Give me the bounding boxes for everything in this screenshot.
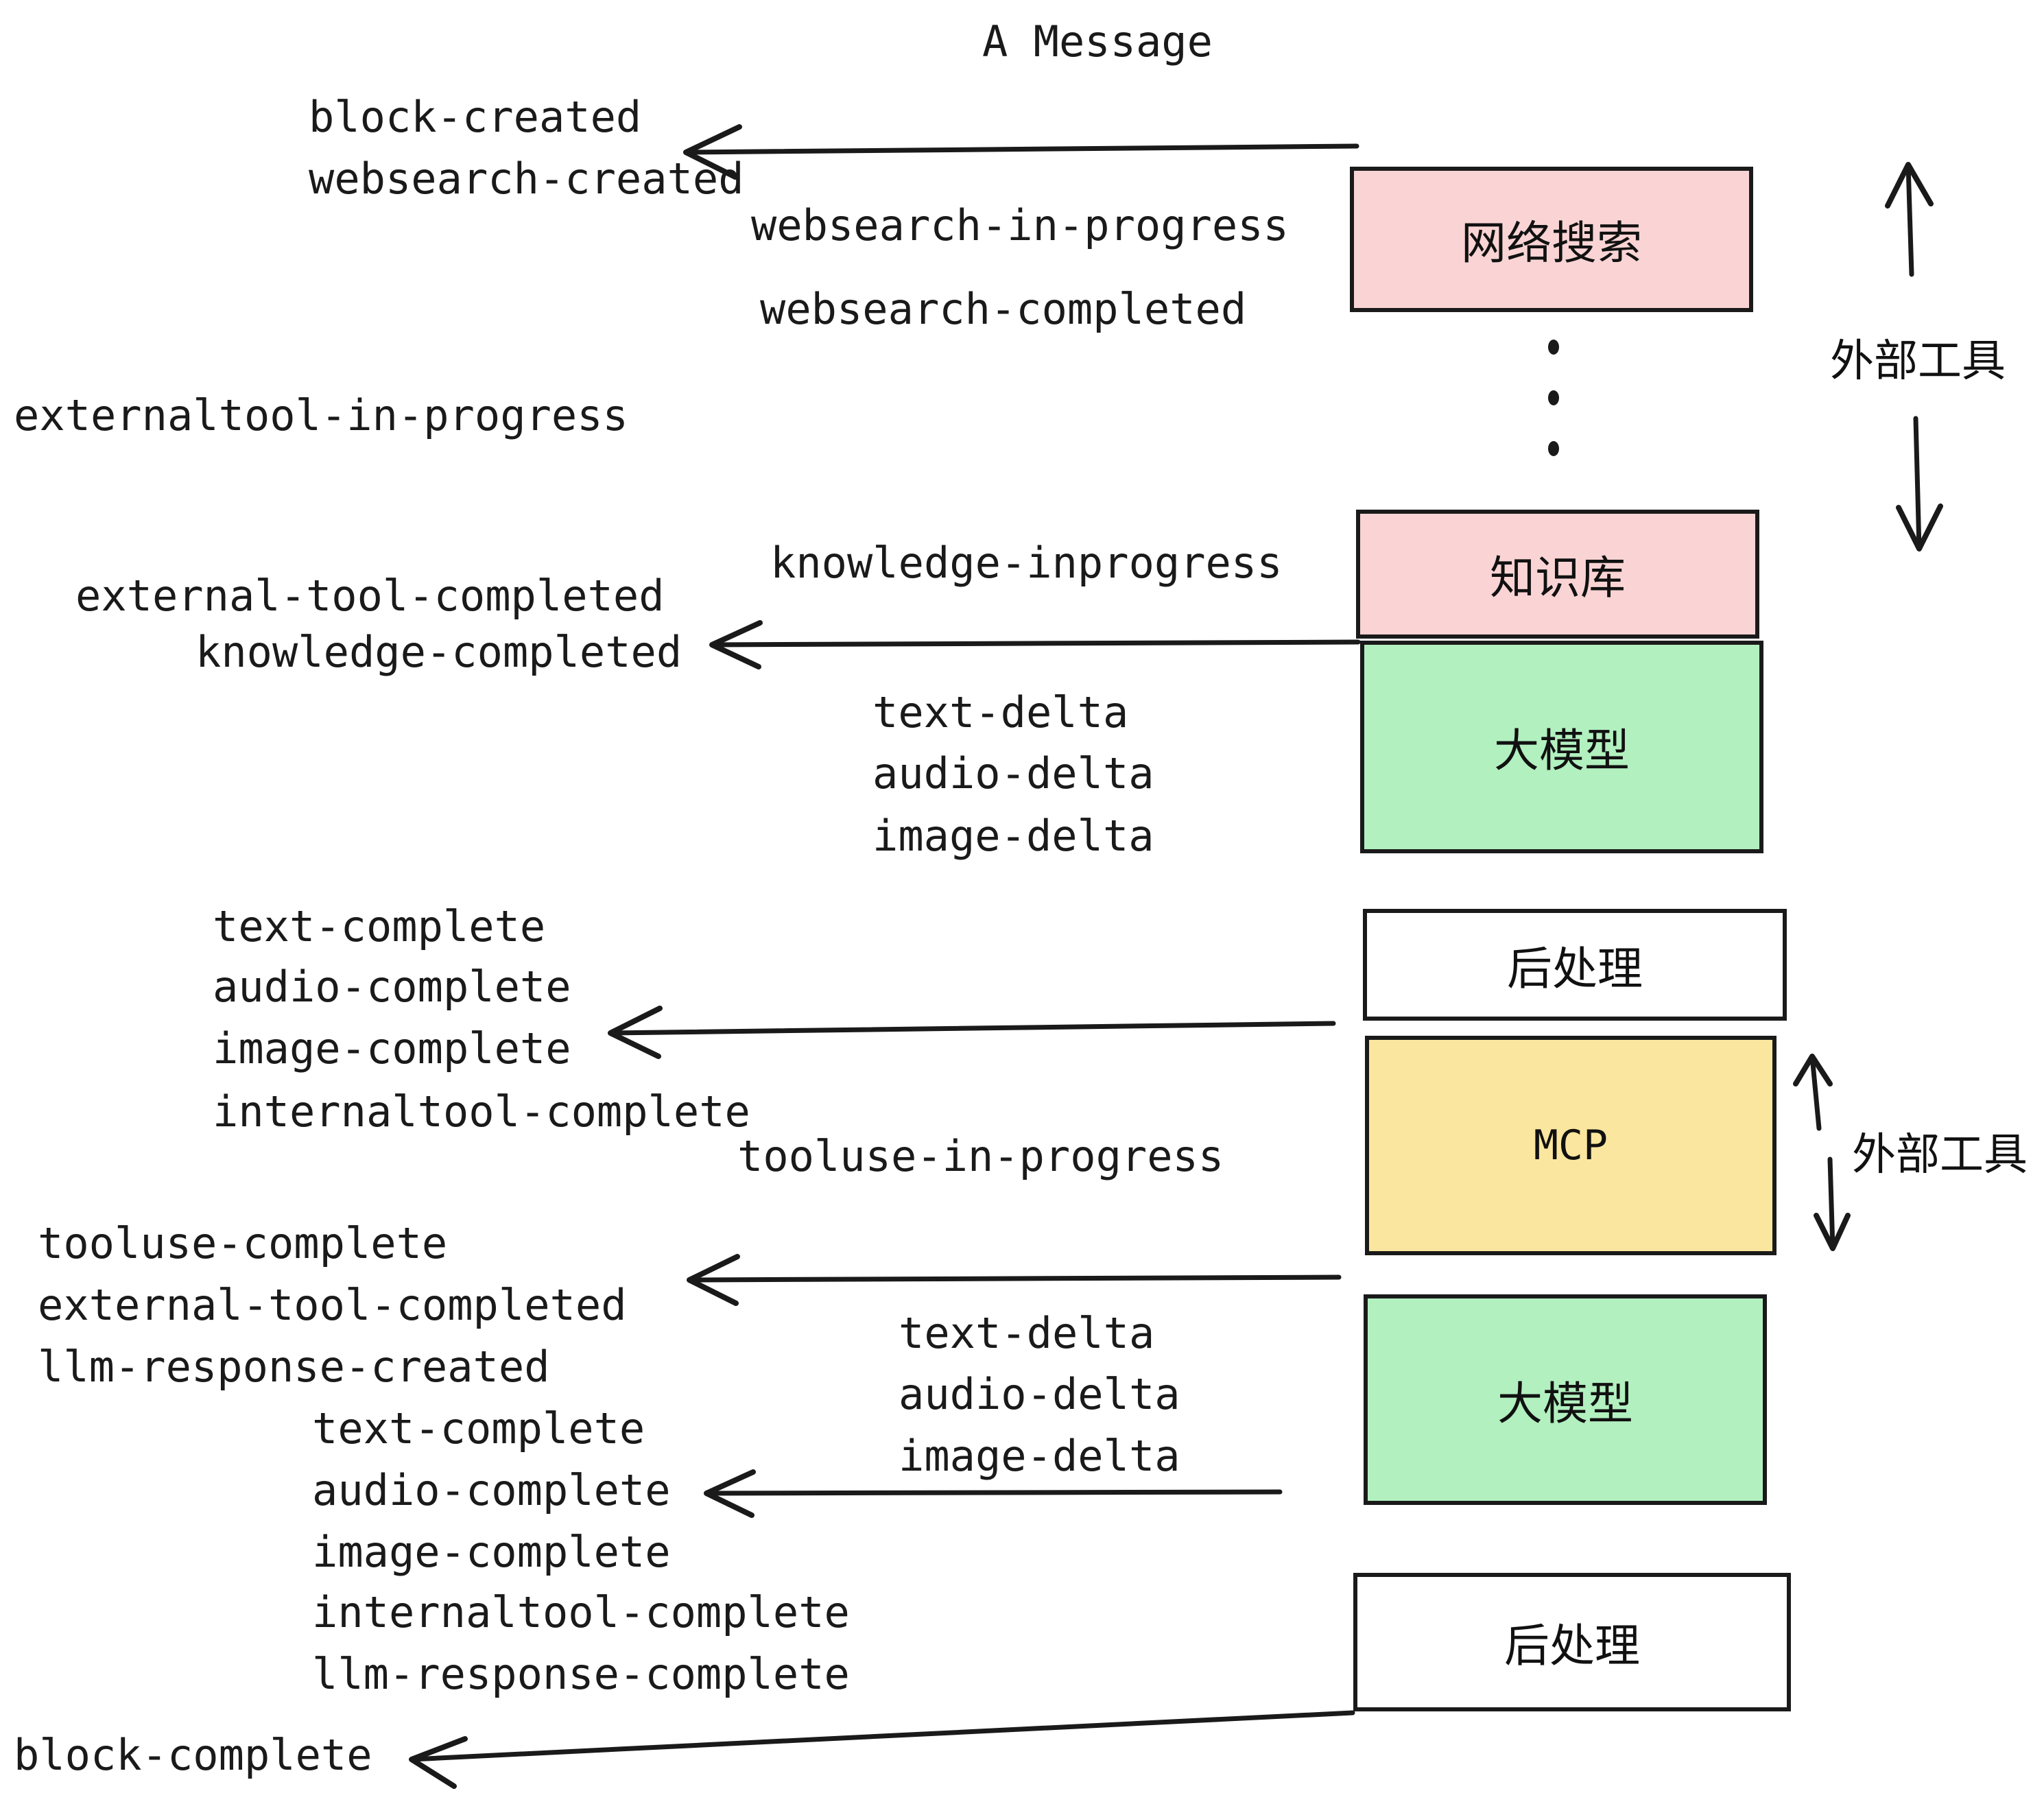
ellipsis-dot	[1548, 441, 1559, 456]
event-audio-complete-1: audio-complete	[213, 962, 571, 1012]
node-llm-1[interactable]: 大模型	[1360, 641, 1763, 853]
ellipsis-dot	[1548, 340, 1559, 355]
arrow-websearch-created	[683, 124, 1359, 180]
arrow-knowledge-completed	[709, 620, 1361, 669]
side-label-external-tool-top: 外部工具	[1830, 336, 2006, 387]
event-llm-response-created: llm-response-created	[38, 1342, 550, 1392]
diagram-title: A Message	[982, 16, 1213, 67]
event-llm-response-complete: llm-response-complete	[312, 1649, 850, 1699]
event-text-delta-1: text-delta	[872, 687, 1129, 737]
node-mcp[interactable]: MCP	[1365, 1036, 1776, 1255]
ellipsis-dot	[1548, 390, 1559, 405]
node-websearch-label: 网络搜索	[1461, 217, 1642, 270]
arrow-external-tool-bottom	[1793, 1054, 1851, 1251]
event-text-complete-1: text-complete	[213, 901, 546, 951]
event-block-complete: block-complete	[14, 1730, 372, 1780]
node-mcp-label: MCP	[1533, 1121, 1608, 1170]
event-audio-delta-1: audio-delta	[872, 748, 1154, 798]
event-tooluse-in-progress: tooluse-in-progress	[737, 1131, 1224, 1181]
event-knowledge-inprogress: knowledge-inprogress	[770, 538, 1283, 588]
event-websearch-in-progress: websearch-in-progress	[751, 200, 1289, 250]
event-audio-delta-2: audio-delta	[899, 1369, 1180, 1419]
event-websearch-completed: websearch-completed	[760, 284, 1247, 334]
event-external-tool-completed-1: external-tool-completed	[75, 571, 665, 621]
event-image-delta-1: image-delta	[872, 811, 1154, 861]
node-postprocess-1[interactable]: 后处理	[1363, 909, 1787, 1021]
event-image-complete-2: image-complete	[312, 1527, 671, 1577]
node-postprocess-1-label: 后处理	[1507, 942, 1643, 995]
node-llm-1-label: 大模型	[1494, 724, 1630, 777]
node-postprocess-2-label: 后处理	[1504, 1619, 1640, 1672]
event-websearch-created: websearch-created	[309, 154, 744, 204]
event-knowledge-completed: knowledge-completed	[195, 627, 682, 677]
event-text-delta-2: text-delta	[899, 1308, 1155, 1358]
node-llm-2-label: 大模型	[1497, 1377, 1633, 1430]
node-knowledge[interactable]: 知识库	[1356, 510, 1759, 639]
node-postprocess-2[interactable]: 后处理	[1353, 1573, 1791, 1711]
event-internaltool-complete-2: internaltool-complete	[312, 1587, 850, 1637]
event-tooluse-complete: tooluse-complete	[38, 1218, 448, 1268]
arrow-image-complete	[608, 1006, 1336, 1059]
arrow-block-complete	[409, 1710, 1355, 1789]
event-image-complete-1: image-complete	[213, 1023, 571, 1073]
node-knowledge-label: 知识库	[1490, 551, 1626, 604]
side-label-external-tool-bottom: 外部工具	[1852, 1130, 2028, 1180]
event-block-created: block-created	[309, 92, 642, 142]
node-websearch[interactable]: 网络搜索	[1350, 167, 1753, 312]
vertical-ellipsis	[1547, 340, 1560, 456]
event-text-complete-2: text-complete	[312, 1403, 645, 1453]
event-internaltool-complete-1: internaltool-complete	[213, 1087, 750, 1137]
event-audio-complete-2: audio-complete	[312, 1465, 671, 1515]
event-image-delta-2: image-delta	[899, 1431, 1180, 1481]
arrow-tooluse-complete	[687, 1254, 1342, 1306]
event-external-tool-completed-2: external-tool-completed	[38, 1280, 627, 1330]
node-llm-2[interactable]: 大模型	[1364, 1294, 1767, 1505]
event-externaltool-in-progress: externaltool-in-progress	[14, 390, 628, 440]
